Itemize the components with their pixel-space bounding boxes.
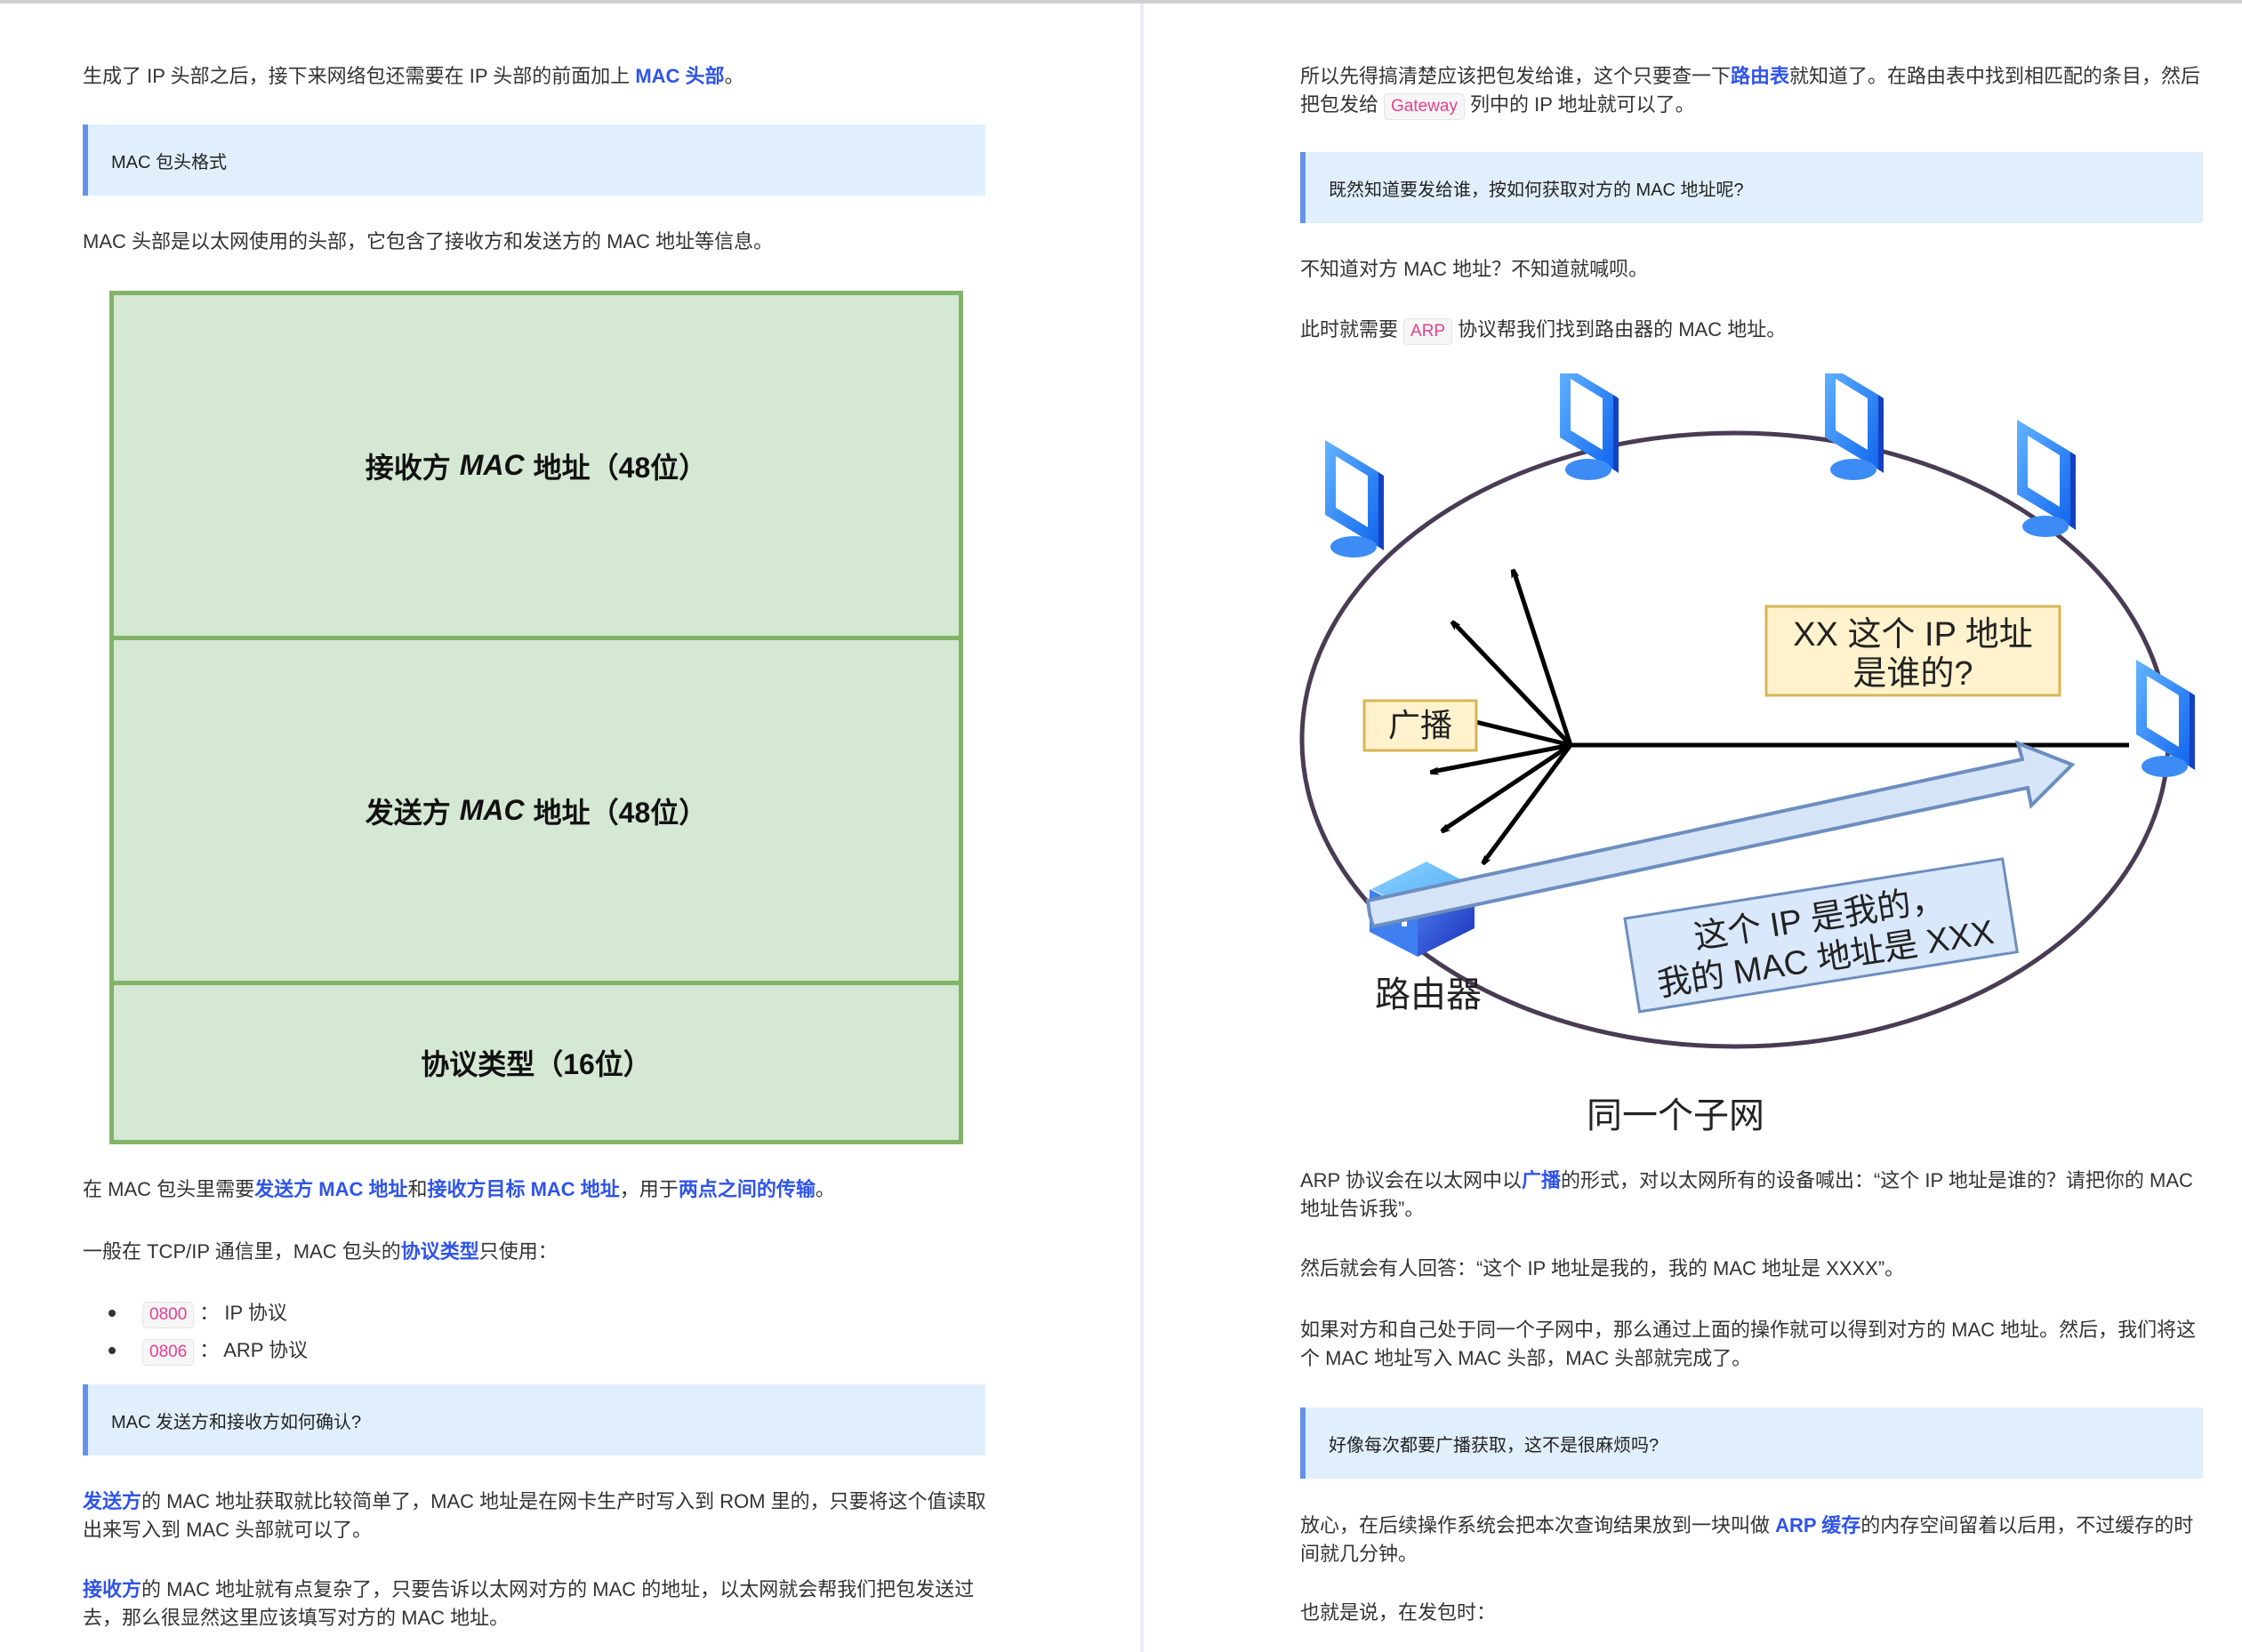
field-label: 发送方 xyxy=(365,796,451,829)
receiver-mac-field: 接收方 MAC 地址（48位） xyxy=(109,291,963,640)
sender-paragraph: 发送方的 MAC 地址获取就比较简单了，MAC 地址是在网卡生产时写入到 ROM… xyxy=(83,1488,990,1544)
separator: ： xyxy=(199,1339,220,1361)
code-badge: 0800 xyxy=(142,1302,195,1328)
text: 就知道了。在路由表中找到相匹配的条目，然后把包发给 xyxy=(1300,65,2201,116)
text: 只使用： xyxy=(478,1240,558,1263)
callout-text: 既然知道要发给谁，按如何获取对方的 MAC 地址呢? xyxy=(1329,180,1744,200)
code-badge: Gateway xyxy=(1384,93,1465,120)
right-page: 所以先得搞清楚应该把包发给谁，这个只要查一下路由表就知道了。在路由表中找到相匹配… xyxy=(1144,0,2242,1652)
code-badge: ARP xyxy=(1403,318,1453,345)
reply-label-group: 这个 IP 是我的， 我的 MAC 地址是 XXX xyxy=(1623,857,2020,1014)
question-label-box xyxy=(1764,605,2061,697)
computer-icon xyxy=(1560,363,1619,480)
top-border xyxy=(0,0,2242,4)
reply-label-box xyxy=(1623,857,2020,1014)
broadcast-arrows xyxy=(1432,571,1573,862)
emphasis: 协议类型 xyxy=(400,1240,479,1263)
list-item: 0800： IP 协议 xyxy=(108,1295,308,1332)
question-label-line2: 是谁的? xyxy=(1852,655,1973,693)
field-label: MAC xyxy=(459,794,525,826)
callout-mac-header-format: MAC 包头格式 xyxy=(83,124,985,196)
mac-header-diagram: 接收方 MAC 地址（48位） 发送方 MAC 地址（48位） 协议类型（16位… xyxy=(109,291,963,1144)
emphasis: 发送方 MAC 地址 xyxy=(254,1178,408,1200)
intro-text-end: 。 xyxy=(724,65,744,87)
text: 协议帮我们找到路由器的 MAC 地址。 xyxy=(1458,318,1787,341)
emphasis: 接收方目标 MAC 地址 xyxy=(427,1178,620,1200)
sender-mac-field: 发送方 MAC 地址（48位） xyxy=(109,636,963,985)
diagram-caption: 同一个子网 xyxy=(1587,1096,1764,1135)
callout-mac-sender-receiver: MAC 发送方和接收方如何确认? xyxy=(83,1384,985,1456)
emphasis: 两点之间的传输 xyxy=(678,1178,816,1200)
left-page: 生成了 IP 头部之后，接下来网络包还需要在 IP 头部的前面加上 MAC 头部… xyxy=(83,62,990,1632)
text: 的 MAC 地址就有点复杂了，只要告诉以太网对方的 MAC 的地址，以太网就会帮… xyxy=(83,1578,975,1629)
computer-icon xyxy=(1325,440,1384,557)
protocol-list: 0800： IP 协议 0806： ARP 协议 xyxy=(108,1295,308,1369)
intro-paragraph: 生成了 IP 头部之后，接下来网络包还需要在 IP 头部的前面加上 MAC 头部… xyxy=(83,62,744,91)
route-paragraph: 所以先得搞清楚应该把包发给谁，这个只要查一下路由表就知道了。在路由表中找到相匹配… xyxy=(1300,62,2207,120)
list-label: ARP 协议 xyxy=(223,1339,309,1361)
text: ，用于 xyxy=(619,1178,679,1200)
callout-how-get-mac: 既然知道要发给谁，按如何获取对方的 MAC 地址呢? xyxy=(1300,152,2203,223)
receiver-paragraph: 接收方的 MAC 地址就有点复杂了，只要告诉以太网对方的 MAC 的地址，以太网… xyxy=(83,1576,990,1632)
list-item: 0806： ARP 协议 xyxy=(108,1332,308,1369)
text: 。 xyxy=(815,1178,835,1200)
emphasis: 发送方 xyxy=(83,1490,142,1512)
broadcast-label-box xyxy=(1362,699,1478,752)
intro-text: 生成了 IP 头部之后，接下来网络包还需要在 IP 头部的前面加上 xyxy=(83,65,636,87)
callout-text: MAC 发送方和接收方如何确认? xyxy=(111,1412,362,1432)
emphasis: 接收方 xyxy=(83,1578,142,1600)
unknown-paragraph: 不知道对方 MAC 地址？不知道就喊呗。 xyxy=(1300,258,1649,280)
mac-header-paragraph: MAC 头部是以太网使用的头部，它包含了接收方和发送方的 MAC 地址等信息。 xyxy=(83,230,774,253)
computer-icon xyxy=(2017,420,2076,537)
text: 一般在 TCP/IP 通信里，MAC 包头的 xyxy=(83,1240,401,1263)
text: 列中的 IP 地址就可以了。 xyxy=(1470,93,1695,116)
need-paragraph: 在 MAC 包头里需要发送方 MAC 地址和接收方目标 MAC 地址，用于两点之… xyxy=(83,1175,835,1204)
broadcast-label: 广播 xyxy=(1388,707,1452,743)
target-computer-icon xyxy=(2136,660,2195,777)
field-label: 地址（48位） xyxy=(533,451,708,484)
separator: ： xyxy=(199,1302,220,1324)
reply-arrow xyxy=(1365,740,2076,929)
protocol-paragraph: 一般在 TCP/IP 通信里，MAC 包头的协议类型只使用： xyxy=(83,1238,558,1266)
question-label-line1: XX 这个 IP 地址 xyxy=(1793,616,2033,654)
field-label: 接收方 xyxy=(365,451,451,484)
page-divider xyxy=(1140,4,1144,1652)
text: 的 MAC 地址获取就比较简单了，MAC 地址是在网卡生产时写入到 ROM 里的… xyxy=(83,1490,986,1541)
text: 在 MAC 包头里需要 xyxy=(83,1178,255,1200)
text: 和 xyxy=(407,1178,428,1200)
code-badge: 0806 xyxy=(142,1339,195,1366)
text: 所以先得搞清楚应该把包发给谁，这个只要查一下 xyxy=(1300,65,1732,87)
callout-text: MAC 包头格式 xyxy=(111,152,227,172)
text: 此时就需要 xyxy=(1300,318,1399,341)
router-label: 路由器 xyxy=(1375,975,1482,1014)
arp-diagram-svg: 广播 XX 这个 IP 地址 是谁的? 这个 IP 是我的， 我的 MAC 地址… xyxy=(1299,363,2195,1135)
field-label: 协议类型（16位） xyxy=(421,1048,652,1080)
field-label: MAC xyxy=(459,449,525,481)
protocol-type-field: 协议类型（16位） xyxy=(109,981,963,1144)
computer-icon xyxy=(1825,363,1884,480)
mac-header-emphasis: MAC 头部 xyxy=(635,65,725,87)
arp-broadcast-diagram: 广播 XX 这个 IP 地址 是谁的? 这个 IP 是我的， 我的 MAC 地址… xyxy=(1293,363,2236,1156)
list-label: IP 协议 xyxy=(224,1302,287,1324)
emphasis: 路由表 xyxy=(1731,65,1790,87)
field-label: 地址（48位） xyxy=(533,796,708,829)
